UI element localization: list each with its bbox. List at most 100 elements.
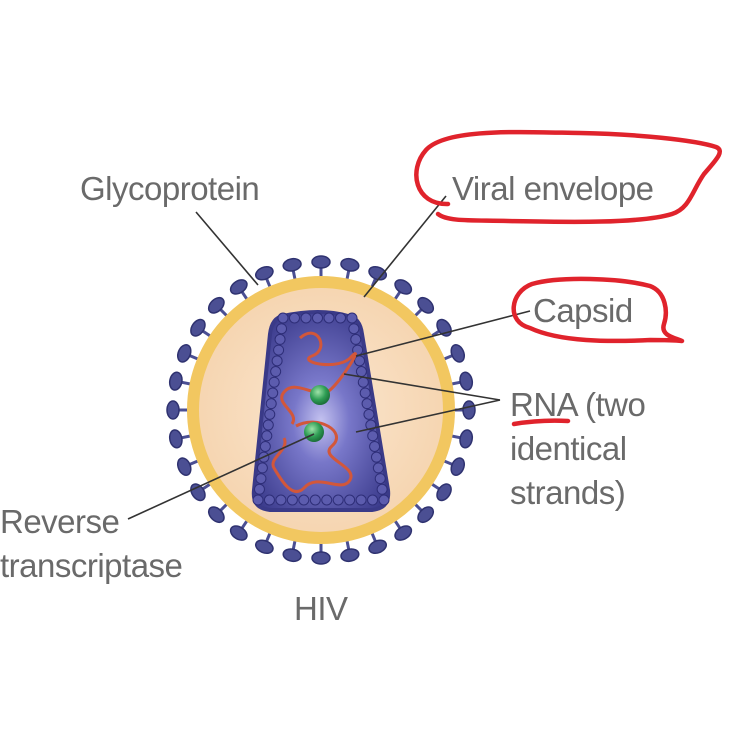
glycoprotein-knob	[282, 257, 302, 272]
glycoprotein-knob	[207, 296, 225, 314]
glycoprotein-knob	[207, 506, 225, 524]
glycoprotein-knob	[459, 371, 474, 391]
label-capsid: Capsid	[533, 292, 633, 329]
leader-lines	[127, 195, 531, 520]
glycoprotein-knob	[311, 255, 331, 269]
label-viral-envelope: Viral envelope	[452, 170, 654, 207]
capsid-bead	[275, 494, 287, 506]
glycoprotein-knob	[311, 551, 331, 565]
circle-capsid	[511, 276, 685, 344]
capsid-bead	[262, 419, 274, 431]
label-reverse-line-1: Reverse	[0, 503, 120, 540]
capsid-bead	[309, 494, 321, 506]
glycoprotein-knob	[417, 506, 435, 524]
label-reverse-transcriptase: Reverse transcriptase	[0, 500, 183, 588]
capsid-bead	[355, 366, 367, 378]
capsid-bead	[274, 333, 286, 345]
rna-strand-1	[280, 331, 357, 425]
label-glycoprotein: Glycoprotein	[80, 170, 260, 207]
capsid-bead	[253, 483, 265, 495]
glycoprotein-knob	[254, 539, 274, 555]
capsid-bead	[321, 494, 333, 506]
underline-rna	[511, 418, 571, 427]
glycoprotein-knob	[168, 371, 183, 391]
glycoprotein-knob	[168, 429, 183, 449]
capsid-bead	[286, 494, 298, 506]
capsid-bead	[367, 494, 379, 506]
capsid-bead	[263, 494, 275, 506]
capsid-bead	[268, 376, 280, 388]
capsid-bead	[346, 312, 358, 324]
glycoprotein-knob	[166, 400, 180, 420]
glycoprotein-knob	[229, 525, 248, 541]
glycoprotein-knob	[417, 296, 435, 314]
glycoprotein-knob	[254, 265, 274, 281]
pen-annotations	[414, 129, 722, 427]
leader-capsid	[355, 310, 531, 357]
capsid-bead	[374, 473, 386, 485]
capsid-bead	[378, 494, 390, 506]
label-rna-line-3: strands)	[510, 474, 626, 511]
circle-viral-envelope	[414, 129, 722, 225]
glycoprotein-knob	[450, 457, 466, 477]
capsid-bead	[348, 323, 360, 335]
leader-rna-2	[355, 399, 501, 433]
glycoprotein-knob	[436, 483, 452, 502]
label-virus-name: HIV	[294, 590, 348, 627]
glycoprotein-knob	[340, 257, 360, 272]
glycoprotein-knob	[462, 400, 476, 420]
capsid-bead	[332, 494, 344, 506]
capsid-bead	[355, 494, 367, 506]
glycoprotein-knob	[450, 343, 466, 363]
capsid-bead	[359, 387, 371, 399]
capsid-bead	[357, 376, 369, 388]
glycoprotein-knob	[190, 318, 206, 337]
label-rna-line-1: RNA (two	[510, 386, 646, 423]
capsid-bead	[256, 462, 268, 474]
label-rna-line-2: identical	[510, 430, 627, 467]
glycoprotein-knob	[176, 457, 192, 477]
capsid-bead	[335, 312, 346, 324]
reverse-transcriptase-2	[304, 422, 324, 442]
capsid-bead	[370, 451, 382, 463]
leader-reverse-transcriptase	[127, 433, 315, 520]
glycoprotein-knob	[394, 279, 413, 295]
capsid-bead	[363, 408, 375, 420]
capsid-bead	[376, 483, 388, 495]
capsid-bead	[289, 312, 300, 324]
glycoprotein-knob	[368, 539, 388, 555]
glycoprotein-knob	[459, 429, 474, 449]
capsid-bead	[312, 312, 323, 324]
glycoprotein-knob	[282, 548, 302, 563]
capsid-bead	[265, 398, 277, 410]
leader-glycoprotein	[195, 211, 259, 286]
capsid-bead	[276, 323, 288, 335]
capsid-bead	[270, 366, 282, 378]
glycoprotein-knob	[229, 279, 248, 295]
capsid-bead	[350, 333, 362, 345]
capsid-bead	[267, 387, 279, 399]
capsid-bead	[298, 494, 310, 506]
capsid-bead	[300, 312, 312, 324]
capsid-bead	[354, 355, 366, 367]
label-reverse-line-2: transcriptase	[0, 547, 183, 584]
leader-viral-envelope	[363, 195, 447, 298]
capsid-bead	[372, 462, 384, 474]
capsid-bead	[259, 440, 271, 452]
capsid-bead	[271, 355, 283, 367]
rna-strand-2	[271, 420, 353, 493]
glycoprotein-knob	[340, 548, 360, 563]
reverse-transcriptase-1	[310, 385, 330, 405]
capsid-bead	[369, 440, 381, 452]
capsid-bead	[344, 494, 356, 506]
label-rna: RNA (two identical strands)	[510, 383, 646, 515]
capsid-bead	[277, 312, 289, 324]
glycoprotein-knob	[176, 343, 192, 363]
leader-rna-1	[343, 373, 501, 401]
glycoprotein-knob	[368, 265, 388, 281]
capsid-bead	[261, 430, 273, 442]
capsid-bead	[367, 430, 379, 442]
capsid-bead	[252, 494, 264, 506]
